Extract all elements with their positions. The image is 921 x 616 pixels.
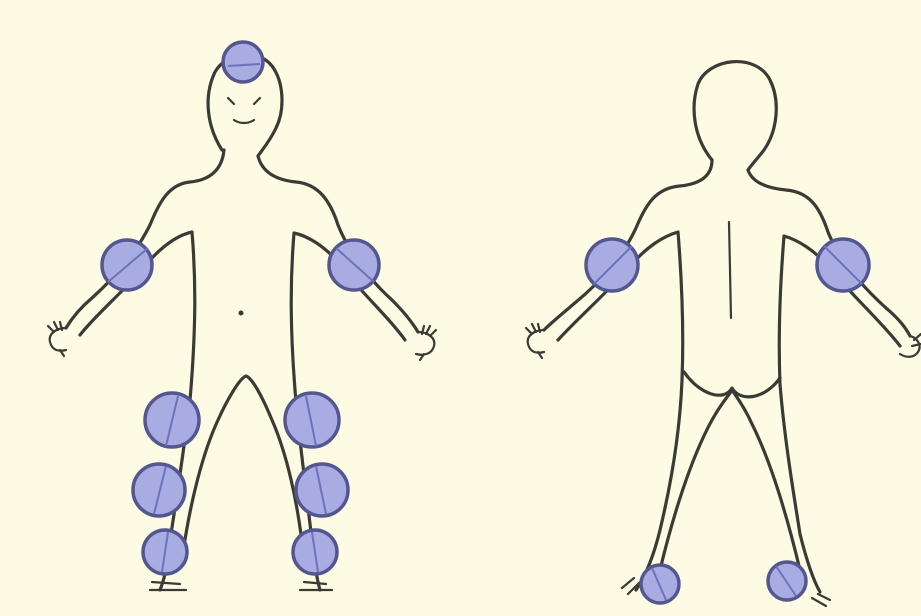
marker-front-right-thigh bbox=[285, 393, 339, 447]
marker-back-right-ankle bbox=[768, 562, 806, 600]
back-body-outline bbox=[526, 62, 921, 606]
marker-front-left-shin bbox=[143, 530, 187, 574]
marker-front-right-knee bbox=[296, 464, 348, 516]
marker-front-left-thigh bbox=[145, 393, 199, 447]
marker-back-left-ankle bbox=[641, 565, 679, 603]
marker-front-left-upper-arm bbox=[102, 240, 152, 290]
front-left-hand bbox=[48, 322, 66, 356]
front-right-foot bbox=[300, 582, 332, 590]
marker-front-right-upper-arm bbox=[329, 240, 379, 290]
front-body-outline bbox=[48, 55, 436, 590]
front-left-side-outline bbox=[66, 150, 224, 328]
back-buttocks-outline bbox=[684, 372, 780, 397]
front-inner-legs-outline bbox=[182, 376, 304, 560]
front-right-hand bbox=[416, 326, 436, 360]
marker-front-head bbox=[223, 42, 263, 82]
marker-back-left-upper-arm bbox=[586, 239, 638, 291]
back-spine bbox=[729, 222, 731, 318]
back-right-foot bbox=[812, 594, 830, 606]
front-navel bbox=[239, 311, 244, 316]
back-left-hand bbox=[526, 324, 544, 358]
marker-back-right-upper-arm bbox=[817, 239, 869, 291]
marker-front-right-shin bbox=[293, 530, 337, 574]
front-right-eye bbox=[254, 98, 260, 104]
back-markers bbox=[586, 239, 869, 603]
back-head-outline bbox=[694, 62, 776, 170]
front-mouth bbox=[234, 120, 254, 123]
front-left-eye bbox=[228, 98, 234, 104]
back-figure bbox=[526, 62, 921, 606]
front-left-foot bbox=[150, 582, 186, 590]
back-left-foot bbox=[622, 578, 640, 594]
front-figure bbox=[48, 42, 436, 590]
marker-front-left-knee bbox=[133, 464, 185, 516]
